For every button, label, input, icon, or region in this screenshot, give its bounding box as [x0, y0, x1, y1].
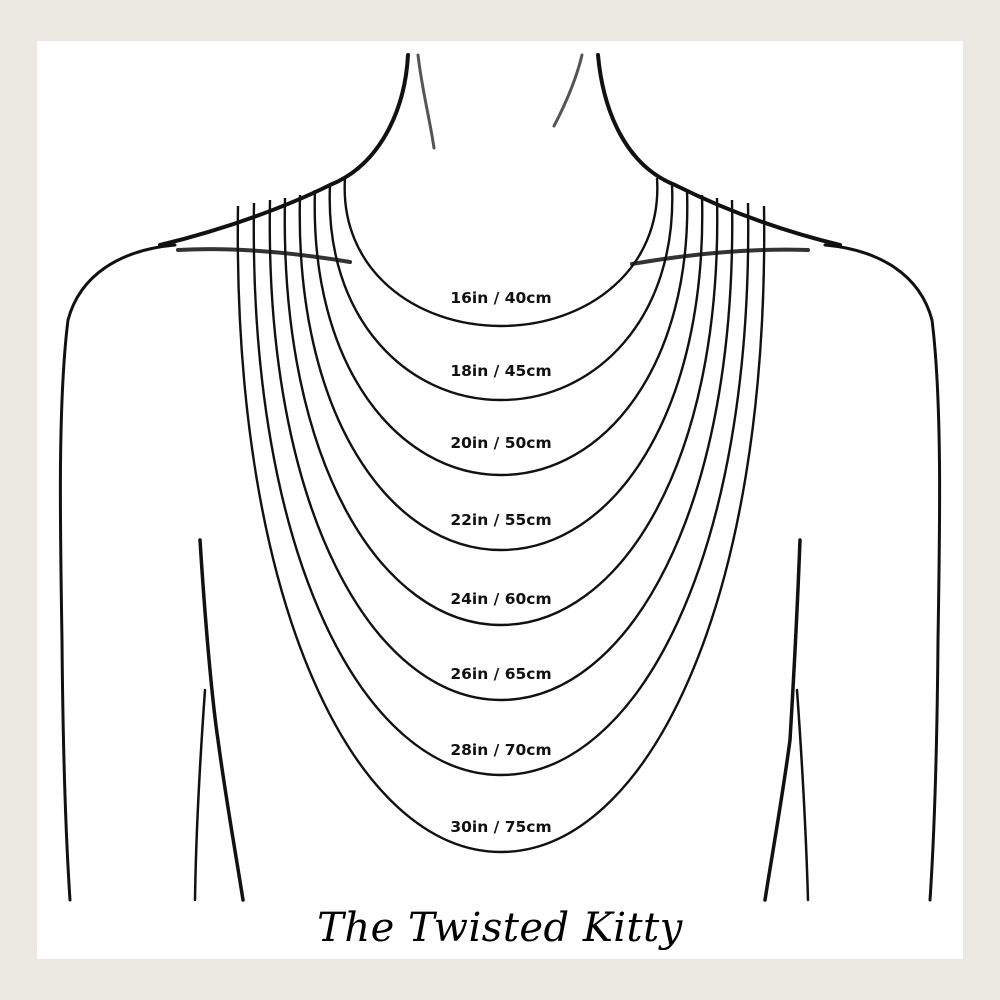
- length-labels: 16in / 40cm 18in / 45cm 20in / 50cm 22in…: [450, 289, 551, 836]
- length-label-20in: 20in / 50cm: [450, 434, 551, 452]
- chain-22in: [298, 194, 704, 552]
- length-label-24in: 24in / 60cm: [450, 590, 551, 608]
- arm-inner-right: [795, 688, 810, 902]
- length-label-28in: 28in / 70cm: [450, 741, 551, 759]
- length-label-18in: 18in / 45cm: [450, 362, 551, 380]
- chain-26in: [268, 199, 734, 702]
- length-label-26in: 26in / 65cm: [450, 665, 551, 683]
- length-label-22in: 22in / 55cm: [450, 511, 551, 529]
- shoulder-right: [823, 243, 942, 902]
- neck-right: [596, 53, 842, 247]
- chain-24in: [283, 197, 719, 627]
- chain-20in: [313, 189, 689, 477]
- diagram-panel: [37, 41, 963, 959]
- collarbone-left: [176, 247, 352, 264]
- chain-28in: [252, 202, 750, 777]
- arm-inner-left: [193, 688, 207, 902]
- collarbone-right: [630, 247, 810, 266]
- chain-18in: [328, 184, 674, 402]
- length-label-30in: 30in / 75cm: [450, 818, 551, 836]
- length-label-16in: 16in / 40cm: [450, 289, 551, 307]
- chain-16in: [343, 177, 659, 328]
- neck-inner-right: [552, 53, 584, 128]
- body-outline: [58, 53, 942, 902]
- neck-inner-left: [416, 53, 436, 150]
- brand-logo-text: The Twisted Kitty: [317, 905, 683, 951]
- shoulder-left: [58, 243, 177, 902]
- torso-left: [198, 538, 245, 902]
- torso-right: [763, 538, 802, 902]
- chain-30in: [236, 205, 766, 854]
- necklace-chains: [236, 177, 766, 854]
